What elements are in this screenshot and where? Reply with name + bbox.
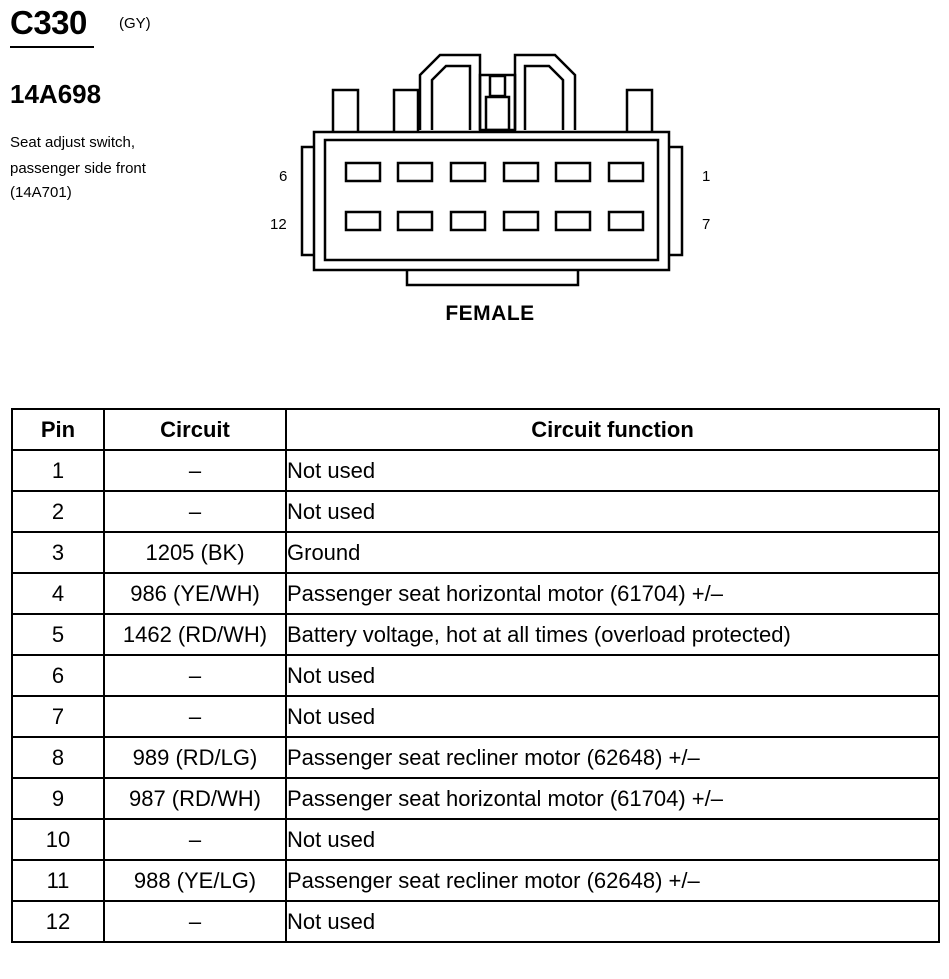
connector-face-diagram [300, 53, 684, 287]
circuit-function-cell: Battery voltage, hot at all times (overl… [285, 613, 940, 656]
circuit-function-cell: Passenger seat horizontal motor (61704) … [285, 777, 940, 820]
pin-cell: 7 [11, 695, 105, 738]
pin-label-top-left: 6 [279, 168, 288, 185]
circuit-cell: 987 (RD/WH) [103, 777, 287, 820]
circuit-cell: 988 (YE/LG) [103, 859, 287, 902]
table-row: 2–Not used [11, 490, 940, 533]
header-circuit-function: Circuit function [285, 408, 940, 451]
circuit-function-cell: Ground [285, 531, 940, 574]
connector-id-underline [10, 46, 94, 48]
table-row: 7–Not used [11, 695, 940, 738]
table-row: 6–Not used [11, 654, 940, 697]
circuit-function-cell: Passenger seat horizontal motor (61704) … [285, 572, 940, 615]
circuit-function-cell: Not used [285, 818, 940, 861]
circuit-cell: – [103, 490, 287, 533]
pin-cell: 2 [11, 490, 105, 533]
table-row: 1–Not used [11, 449, 940, 492]
part-number: 14A698 [10, 79, 102, 109]
circuit-function-cell: Passenger seat recliner motor (62648) +/… [285, 859, 940, 902]
color-code: (GY) [119, 15, 151, 32]
circuit-cell: 1205 (BK) [103, 531, 287, 574]
pin-cell: 4 [11, 572, 105, 615]
circuit-function-cell: Not used [285, 695, 940, 738]
circuit-cell: – [103, 695, 287, 738]
gender-label: FEMALE [445, 302, 535, 325]
circuit-cell: 989 (RD/LG) [103, 736, 287, 779]
circuit-function-cell: Not used [285, 490, 940, 533]
pin-label-bottom-left: 12 [270, 216, 287, 233]
description-line-1: Seat adjust switch, [10, 134, 136, 151]
pin-cell: 9 [11, 777, 105, 820]
description-line-3: (14A701) [10, 184, 72, 201]
pin-cell: 6 [11, 654, 105, 697]
pin-label-top-right: 1 [702, 168, 711, 185]
table-row: 10–Not used [11, 818, 940, 861]
circuit-function-cell: Passenger seat recliner motor (62648) +/… [285, 736, 940, 779]
pin-label-bottom-right: 7 [702, 216, 711, 233]
table-header-row: Pin Circuit Circuit function [11, 408, 940, 451]
pin-cell: 3 [11, 531, 105, 574]
circuit-cell: 986 (YE/WH) [103, 572, 287, 615]
header-pin: Pin [11, 408, 105, 451]
circuit-cell: – [103, 654, 287, 697]
header-circuit: Circuit [103, 408, 287, 451]
description-line-2: passenger side front [10, 160, 146, 177]
circuit-function-cell: Not used [285, 654, 940, 697]
pin-cell: 12 [11, 900, 105, 943]
circuit-function-cell: Not used [285, 900, 940, 943]
connector-id: C330 [10, 4, 87, 41]
pin-cell: 10 [11, 818, 105, 861]
pin-cell: 1 [11, 449, 105, 492]
circuit-cell: – [103, 449, 287, 492]
pin-cell: 5 [11, 613, 105, 656]
circuit-function-cell: Not used [285, 449, 940, 492]
circuit-cell: – [103, 818, 287, 861]
pin-cell: 11 [11, 859, 105, 902]
circuit-cell: – [103, 900, 287, 943]
table-row: 12–Not used [11, 900, 940, 943]
pin-cell: 8 [11, 736, 105, 779]
circuit-cell: 1462 (RD/WH) [103, 613, 287, 656]
